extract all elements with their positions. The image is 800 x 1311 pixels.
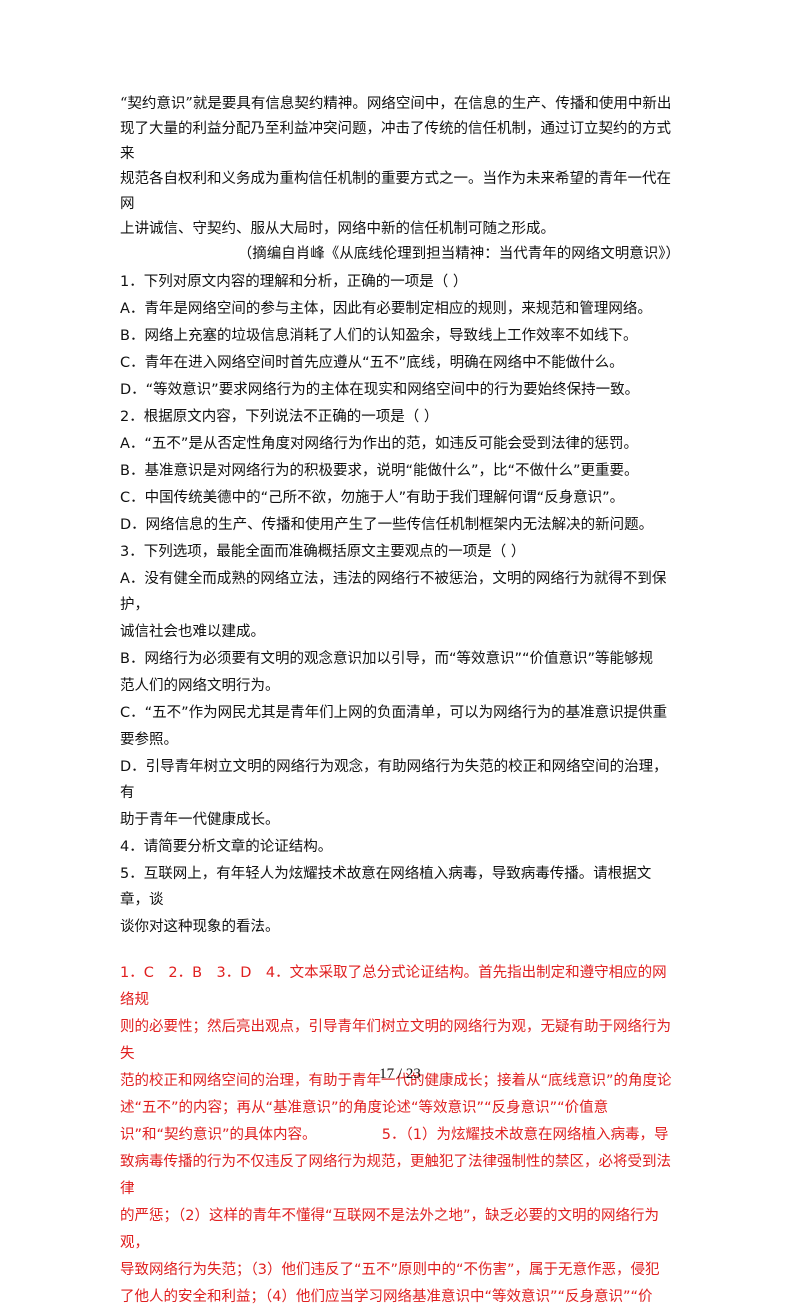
question-line: D．“等效意识”要求网络行为的主体在现实和网络空间中的行为要始终保持一致。	[120, 382, 640, 398]
source-citation: （摘编自肖峰《从底线伦理到担当精神：当代青年的网络文明意识》）	[237, 246, 680, 262]
question-line: A．青年是网络空间的参与主体，因此有必要制定相应的规则，来规范和管理网络。	[120, 301, 652, 317]
answer-line: 的严惩；（2）这样的青年不懂得“互联网不是法外之地”，缺乏必要的文明的网络行为观…	[120, 1208, 659, 1251]
answer-line: 了他人的安全和利益；（4）他们应当学习网络基准意识中“等效意识”“反身意识”“价	[120, 1289, 653, 1305]
question-line: C．“五不”作为网民尤其是青年们上网的负面清单，可以为网络行为的基准意识提供重	[120, 705, 668, 721]
question-line: A．“五不”是从否定性角度对网络行为作出的范，如违反可能会受到法律的惩罚。	[120, 436, 638, 452]
intro-paragraph: “契约意识”就是要具有信息契约精神。网络空间中，在信息的生产、传播和使用中新出现…	[120, 92, 680, 242]
answer-line: 致病毒传播的行为不仅违反了网络行为规范，更触犯了法律强制性的禁区，必将受到法律	[120, 1154, 671, 1197]
answer-line: 则的必要性；然后亮出观点，引导青年们树立文明的网络行为观，无疑有助于网络行为失	[120, 1019, 671, 1062]
question-line: C．青年在进入网络空间时首先应遵从“五不”底线，明确在网络中不能做什么。	[120, 355, 624, 371]
question-line: 范人们的网络文明行为。	[120, 678, 280, 694]
question-line: 2．根据原文内容，下列说法不正确的一项是（ ）	[120, 409, 439, 425]
intro-line: 上讲诚信、守契约、服从大局时，网络中新的信任机制可随之形成。	[120, 221, 555, 237]
question-line: 3．下列选项，最能全面而准确概括原文主要观点的一项是（ ）	[120, 544, 526, 560]
answer-line: 1．C 2．B 3．D 4．文本采取了总分式论证结构。首先指出制定和遵守相应的网…	[120, 965, 667, 1008]
page-number: 17 / 23	[379, 1066, 421, 1082]
question-line: 诚信社会也难以建成。	[120, 624, 265, 640]
answer-line: 述“五不”的内容；再从“基准意识”的角度论述“等效意识”“反身意识”“价值意	[120, 1100, 609, 1116]
question-line: B．网络上充塞的垃圾信息消耗了人们的认知盈余，导致线上工作效率不如线下。	[120, 328, 638, 344]
answer-line: 范的校正和网络空间的治理，有助于青年一代的健康成长；接着从“底线意识”的角度论	[120, 1073, 672, 1089]
intro-line: 现了大量的利益分配乃至利益冲突问题，冲击了传统的信任机制，通过订立契约的方式来	[120, 121, 671, 162]
question-line: D．引导青年树立文明的网络行为观念，有助网络行为失范的校正和网络空间的治理，有	[120, 759, 668, 801]
question-line: B．网络行为必须要有文明的观念意识加以引导，而“等效意识”“价值意识”等能够规	[120, 651, 653, 667]
question-line: 5．互联网上，有年轻人为炫耀技术故意在网络植入病毒，导致病毒传播。请根据文章，谈	[120, 866, 652, 908]
page-content: “契约意识”就是要具有信息契约精神。网络空间中，在信息的生产、传播和使用中新出现…	[120, 92, 680, 1311]
question-line: 谈你对这种现象的看法。	[120, 919, 280, 935]
question-line: 1．下列对原文内容的理解和分析，正确的一项是（ ）	[120, 274, 468, 290]
answer-line: 导致网络行为失范；（3）他们违反了“五不”原则中的“不伤害”，属于无意作恶，侵犯	[120, 1262, 660, 1278]
answer-line: 识”和“契约意识”的具体内容。 5．（1）为炫耀技术故意在网络植入病毒，导	[120, 1127, 669, 1143]
question-line: D．网络信息的生产、传播和使用产生了一些传信任机制框架内无法解决的新问题。	[120, 517, 654, 533]
question-line: A．没有健全而成熟的网络立法，违法的网络行不被惩治，文明的网络行为就得不到保护，	[120, 571, 667, 613]
intro-line: “契约意识”就是要具有信息契约精神。网络空间中，在信息的生产、传播和使用中新出	[120, 96, 672, 112]
question-line: B．基准意识是对网络行为的积极要求，说明“能做什么”，比“不做什么”更重要。	[120, 463, 639, 479]
question-line: 要参照。	[120, 732, 178, 748]
question-line: C．中国传统美德中的“己所不欲，勿施于人”有助于我们理解何谓“反身意识”。	[120, 490, 625, 506]
document-page: “契约意识”就是要具有信息契约精神。网络空间中，在信息的生产、传播和使用中新出现…	[120, 96, 680, 1305]
question-line: 4．请简要分析文章的论证结构。	[120, 839, 333, 855]
question-line: 助于青年一代健康成长。	[120, 812, 280, 828]
question-list: 1．下列对原文内容的理解和分析，正确的一项是（ ） A．青年是网络空间的参与主体，…	[120, 269, 680, 940]
intro-line: 规范各自权利和义务成为重构信任机制的重要方式之一。当作为未来希望的青年一代在网	[120, 171, 671, 212]
answer-section: 1．C 2．B 3．D 4．文本采取了总分式论证结构。首先指出制定和遵守相应的网…	[120, 960, 680, 1311]
